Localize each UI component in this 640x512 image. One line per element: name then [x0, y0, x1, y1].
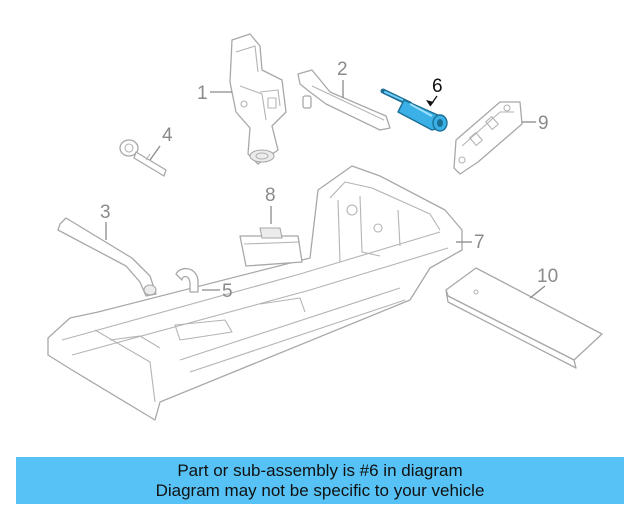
callout-2: 2	[337, 59, 348, 80]
callout-8: 8	[265, 185, 276, 206]
callout-5: 5	[222, 281, 233, 302]
part-8-pouch	[239, 227, 303, 267]
part-9-bracket	[453, 101, 523, 175]
part-3-lug-wrench	[57, 217, 157, 297]
callout-1: 1	[197, 83, 208, 104]
callout-7: 7	[474, 232, 485, 253]
part-10-floor-panel	[445, 267, 603, 369]
info-banner: Part or sub-assembly is #6 in diagram Di…	[16, 457, 624, 504]
banner-line-1: Part or sub-assembly is #6 in diagram	[177, 461, 463, 480]
leader-6-arrowhead	[426, 100, 434, 106]
leader-4	[149, 145, 161, 161]
callout-6: 6	[432, 76, 443, 97]
part-4-tow-eye	[119, 139, 167, 177]
banner-line-2: Diagram may not be specific to your vehi…	[155, 481, 485, 500]
part-7-storage-tray	[47, 165, 463, 421]
callout-3: 3	[100, 202, 111, 223]
callout-9: 9	[538, 113, 549, 134]
callout-4: 4	[162, 125, 173, 146]
callout-10: 10	[537, 266, 558, 287]
part-2-jack-handle	[297, 69, 391, 131]
part-1-jack	[229, 33, 287, 165]
part-6-highlighted	[380, 88, 448, 132]
parts-diagram: 1 2 6 9 4 8 3 7 5 10	[47, 33, 603, 421]
part-5-hook	[175, 268, 199, 293]
leader-10	[529, 285, 546, 299]
